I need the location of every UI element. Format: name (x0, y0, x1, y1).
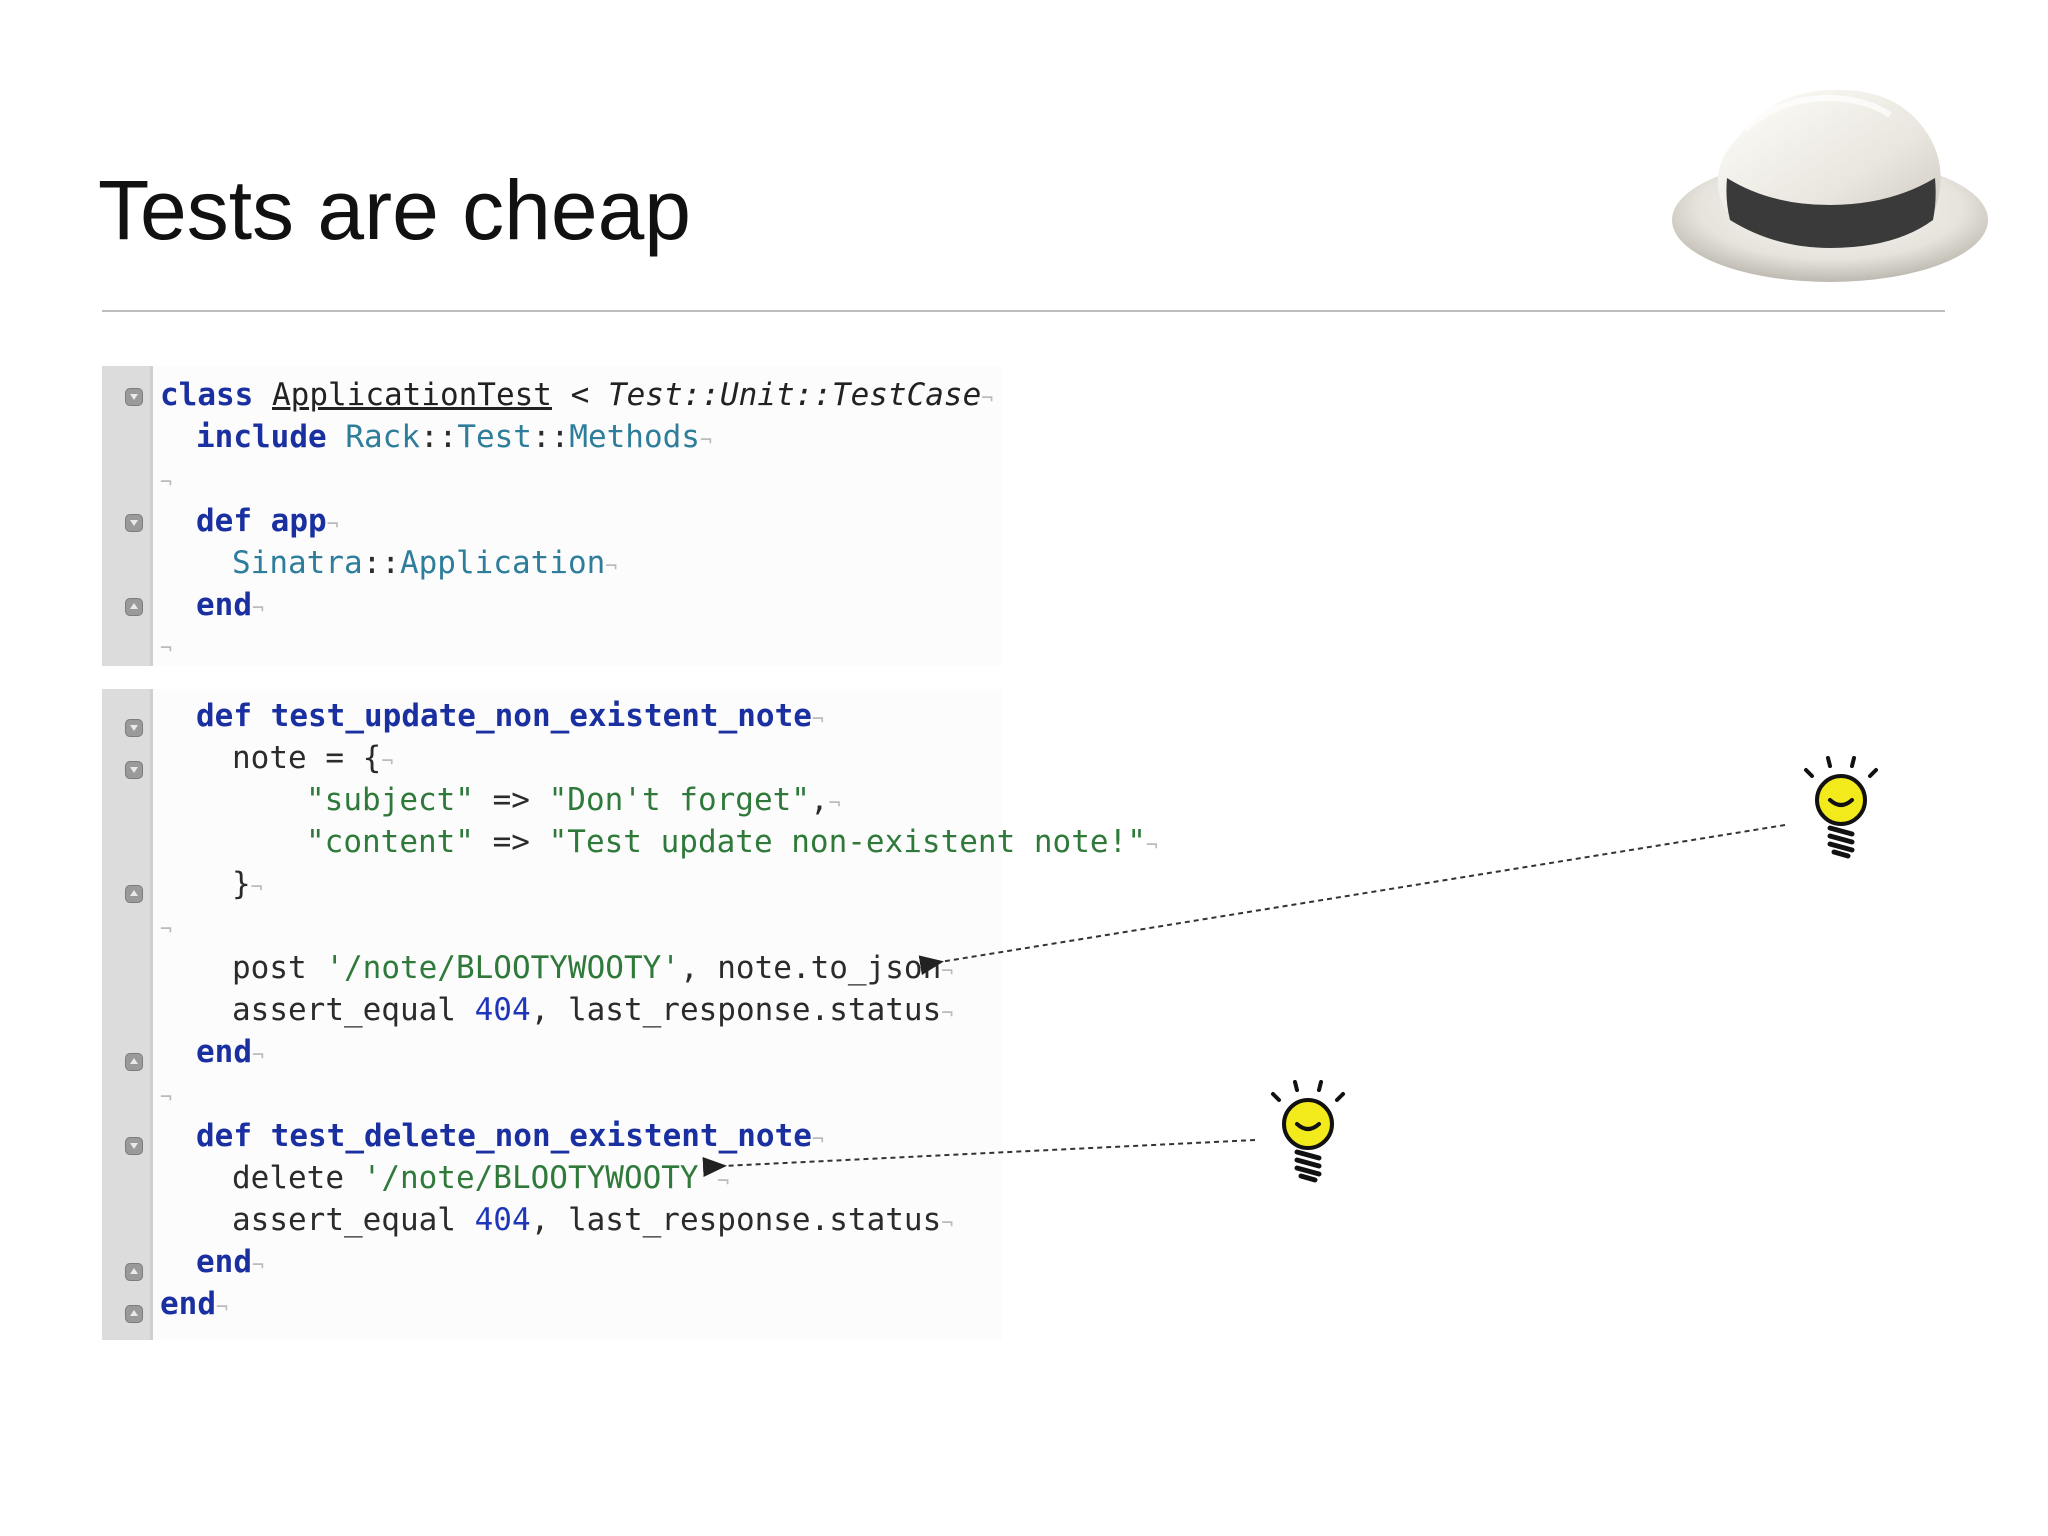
fold-close-icon[interactable] (125, 1263, 143, 1281)
fold-close-icon[interactable] (125, 1053, 143, 1071)
editor-gutter (102, 366, 153, 666)
code-line: ¬ (160, 470, 173, 494)
lightbulb-idea-icon (1271, 1080, 1345, 1183)
fold-open-icon[interactable] (125, 719, 143, 737)
fedora-hat-icon (1672, 89, 1988, 282)
arrow-to-delete-line (702, 1139, 1256, 1177)
code-line: assert_equal 404, last_response.status¬ (232, 1202, 954, 1238)
code-line: delete '/note/BLOOTYWOOTY'¬ (232, 1160, 730, 1196)
lightbulb-idea-icon (1804, 756, 1878, 859)
code-line: "subject" => "Don't forget",¬ (306, 782, 841, 818)
fold-open-icon[interactable] (125, 388, 143, 406)
code-block-class-header: class ApplicationTest < Test::Unit::Test… (102, 366, 1002, 666)
fold-close-icon[interactable] (125, 885, 143, 903)
code-line: end¬ (160, 1286, 229, 1322)
code-line: ¬ (160, 917, 173, 941)
editor-gutter (102, 689, 153, 1340)
fold-open-icon[interactable] (125, 514, 143, 532)
arrow-to-post-line (918, 824, 1786, 976)
slide-title: Tests are cheap (98, 163, 692, 257)
fold-open-icon[interactable] (125, 1137, 143, 1155)
code-line: end¬ (196, 1034, 265, 1070)
code-line: end¬ (196, 587, 265, 623)
code-line: }¬ (232, 866, 263, 902)
code-line: def test_update_non_existent_note¬ (196, 698, 824, 734)
fold-open-icon[interactable] (125, 761, 143, 779)
title-divider (102, 310, 1945, 312)
code-line: Sinatra::Application¬ (232, 545, 618, 581)
code-line: assert_equal 404, last_response.status¬ (232, 992, 954, 1028)
code-line: include Rack::Test::Methods¬ (196, 419, 712, 455)
code-line: "content" => "Test update non-existent n… (306, 824, 1158, 860)
code-line: note = {¬ (232, 740, 394, 776)
fold-close-icon[interactable] (125, 1305, 143, 1323)
code-line: ¬ (160, 1085, 173, 1109)
code-line: class ApplicationTest < Test::Unit::Test… (160, 377, 994, 413)
fold-close-icon[interactable] (125, 598, 143, 616)
code-block-tests: def test_update_non_existent_note¬ note … (102, 689, 1158, 1340)
code-line: end¬ (196, 1244, 265, 1280)
code-line: ¬ (160, 636, 173, 660)
code-line: def app¬ (196, 503, 339, 539)
code-line: post '/note/BLOOTYWOOTY', note.to_json¬ (232, 950, 954, 986)
code-line: def test_delete_non_existent_note¬ (196, 1118, 824, 1154)
